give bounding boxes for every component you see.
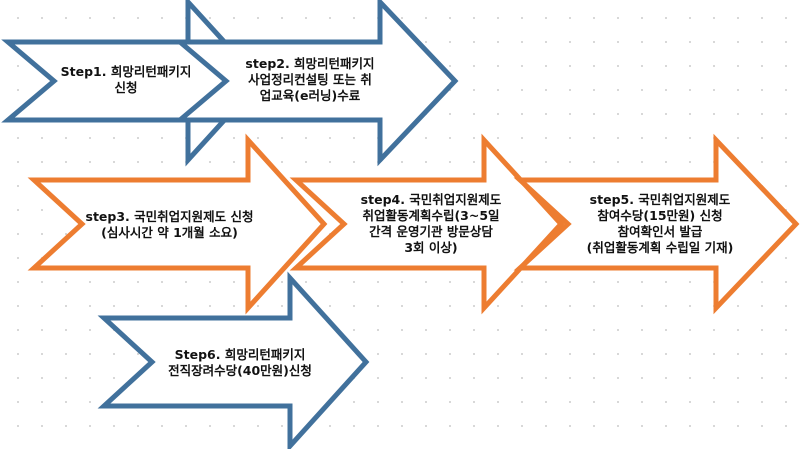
step6-arrow-outline <box>97 271 370 449</box>
step5-arrow-shape <box>513 133 800 315</box>
step5-arrow-outline <box>513 133 800 315</box>
step6-label-line: 전직장려수당(40만원)신청 <box>168 363 312 378</box>
step3-arrow: step3. 국민취업지원제도 신청(심사시간 약 1개월 소요) <box>27 133 328 315</box>
step3-label-line: (심사시간 약 1개월 소요) <box>101 225 238 240</box>
step3-label-line: step3. 국민취업지원제도 신청 <box>85 209 254 224</box>
step4-arrow-outline <box>289 133 565 315</box>
step5-label-line: step5. 국민취업지원제도 <box>589 192 731 207</box>
step3-arrow-shape <box>27 133 328 315</box>
step2-label-line: 사업정리컨설팅 또는 취 <box>248 72 372 87</box>
step5-label-line: (취업활동계획 수립일 기재) <box>586 240 734 255</box>
step2-arrow-shape <box>173 0 459 167</box>
step6-arrow-shape <box>97 271 370 449</box>
step2-label-line: step2. 희망리턴패키지 <box>245 56 375 71</box>
step4-label-line: 취업활동계획수립(3~5일 <box>362 208 500 223</box>
step6-label-line: Step6. 희망리턴패키지 <box>174 347 306 362</box>
step4-label-line: step4. 국민취업지원제도 <box>360 192 502 207</box>
step1-label-line: 신청 <box>114 80 138 95</box>
step4-label-line: 간격 운영기관 방문상담 <box>369 224 493 239</box>
step3-label: step3. 국민취업지원제도 신청(심사시간 약 1개월 소요) <box>82 180 257 270</box>
step3-arrow-outline <box>27 133 328 315</box>
step2-arrow-outline <box>173 0 459 167</box>
step5-label-line: 참여수당(15만원) 신청 <box>597 208 723 223</box>
step4-label-line: 3회 이상) <box>404 240 458 255</box>
step2-label-line: 업교육(e러닝)수료 <box>259 88 361 103</box>
step1-label-line: Step1. 희망리턴패키지 <box>60 64 192 79</box>
step4-arrow-shape <box>289 133 565 315</box>
step5-label-line: 참여확인서 발급 <box>617 224 703 239</box>
